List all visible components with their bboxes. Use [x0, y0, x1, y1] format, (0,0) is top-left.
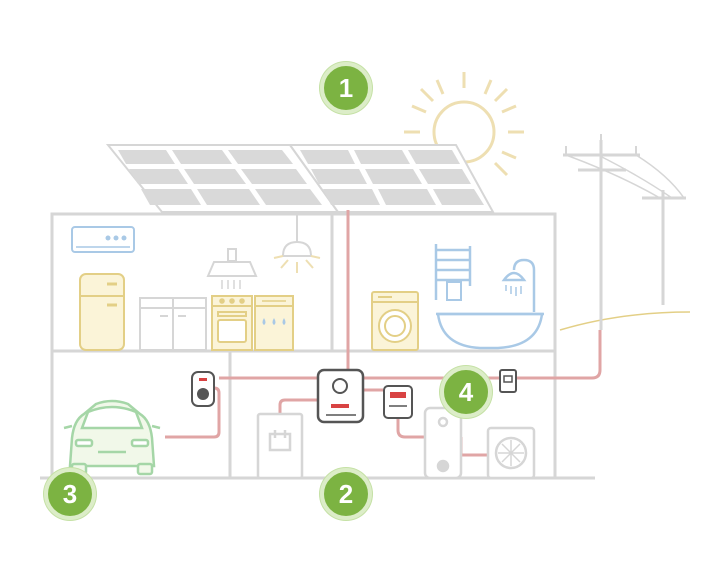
- heat-pump-icon: [486, 426, 536, 480]
- grid-connection-box-icon: [499, 369, 517, 393]
- towel-heater-icon: [434, 244, 472, 301]
- shower-icon: [501, 258, 536, 312]
- smart-meter-icon: [383, 385, 413, 419]
- dishwasher-icon: [254, 295, 294, 351]
- cabinet-icon: [139, 297, 207, 351]
- solar-panel-icon: [288, 144, 495, 213]
- ground-line: [559, 311, 691, 331]
- power-lines: [165, 210, 602, 457]
- badge-2[interactable]: 2: [320, 468, 372, 520]
- car-icon: [63, 399, 161, 476]
- fridge-icon: [79, 273, 125, 351]
- badge-4[interactable]: 4: [440, 366, 492, 418]
- inverter-icon: [316, 368, 365, 424]
- badge-3[interactable]: 3: [44, 468, 96, 520]
- bathtub-icon: [436, 312, 544, 350]
- solar-panel-icon: [105, 144, 340, 213]
- water-heater-icon: [423, 406, 463, 480]
- ceiling-lamp-icon: [273, 214, 321, 273]
- power-pole-icon: [563, 134, 686, 330]
- wallbox-charger-icon: [191, 371, 215, 407]
- badge-1[interactable]: 1: [320, 62, 372, 114]
- washing-machine-icon: [371, 291, 419, 351]
- oven-icon: [211, 295, 253, 351]
- sun-icon: [404, 72, 524, 177]
- range-hood-icon: [206, 248, 258, 289]
- battery-icon: [256, 412, 304, 480]
- air-conditioner-icon: [71, 226, 135, 253]
